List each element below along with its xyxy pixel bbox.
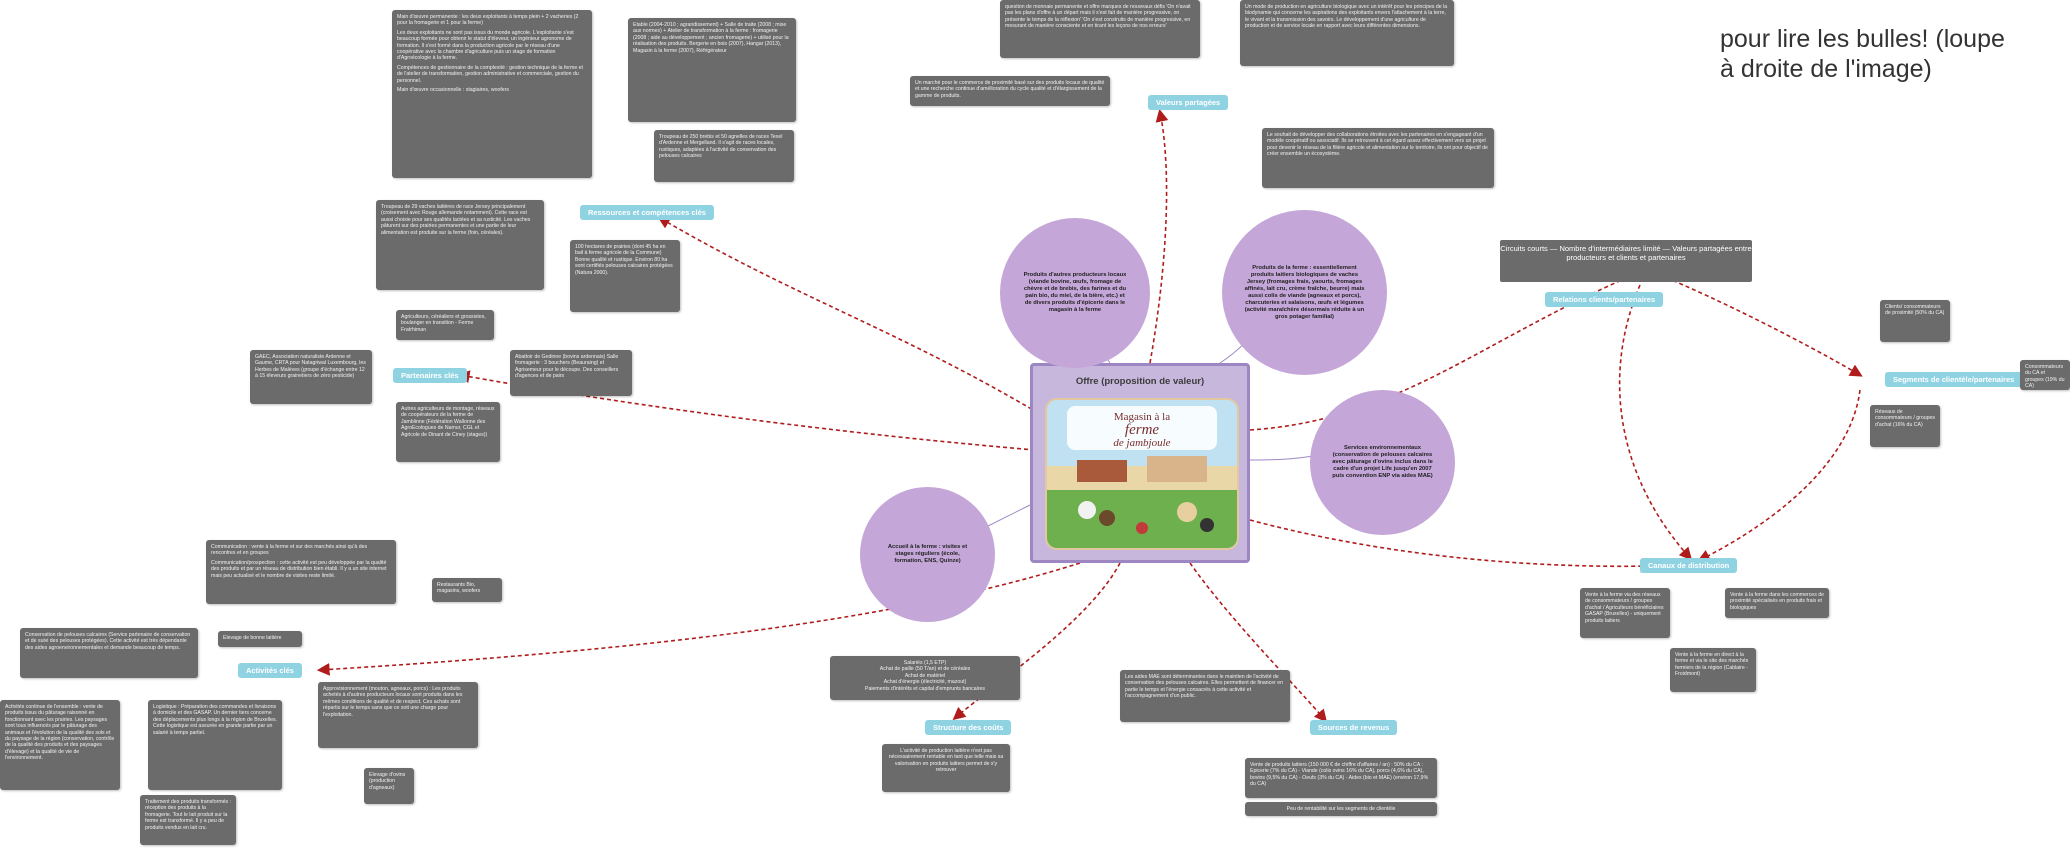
note-salaries-couts[interactable]: Salariés (1,5 ETP) Achat de paille (50 T… (830, 656, 1020, 700)
link-relations-canaux (1618, 284, 1693, 561)
note-monnaie-permanente[interactable]: question de monnaie permanente et offre … (1000, 0, 1200, 58)
link-activites (316, 562, 1081, 676)
note-commerce-proximite[interactable]: Un marché pour le commerce de proximité … (910, 76, 1110, 106)
note-activites-continues[interactable]: Activités continue de l'ensemble : vente… (0, 700, 120, 790)
note-elevage-laitiere[interactable]: Elevage de bonne laitière (218, 631, 302, 647)
note-vente-marches[interactable]: Vente à la ferme en direct à la ferme et… (1670, 648, 1756, 692)
farm-illustration: Magasin à la ferme de jambjoule (1047, 400, 1237, 548)
link-canaux (1249, 519, 1654, 573)
note-logistique[interactable]: Logistique : Préparation des commandes e… (148, 700, 282, 790)
farm-logo-image: Magasin à la ferme de jambjoule (1045, 398, 1239, 550)
circle-accueil-ferme[interactable]: Accueil à la ferme : visites et stages r… (860, 487, 995, 622)
note-main-oeuvre-p2: Les deux exploitants ne sont pas issus d… (397, 29, 574, 62)
note-consommateurs-ca[interactable]: Consommateurs du CA et groupes (19% du C… (2020, 360, 2070, 390)
note-circuits-courts[interactable]: Circuits courts — Nombre d'intermédiaire… (1500, 240, 1752, 282)
note-production-laitiere[interactable]: L'activité de production laitière n'est … (882, 744, 1010, 792)
zoom-hint-line-1: pour lire les bulles! (loupe (1720, 25, 2005, 53)
tag-canaux-distribution[interactable]: Canaux de distribution (1640, 558, 1738, 573)
logo-text-line-3: de jambjoule (1113, 437, 1170, 449)
logo-text-line-1: Magasin à la (1114, 411, 1170, 423)
tag-structure-couts[interactable]: Structure des coûts (925, 720, 1012, 735)
note-clients-proximite[interactable]: Clients/ consommateurs de proximité (50%… (1880, 300, 1950, 342)
tag-activites-cles[interactable]: Activités clés (238, 663, 302, 678)
note-vente-produits-laitiers[interactable]: Vente de produits laitiers (150 000 € de… (1245, 758, 1437, 798)
link-partenaires (456, 370, 1036, 451)
note-troupeau-vaches[interactable]: Troupeau de 29 vaches laitières de race … (376, 200, 544, 290)
logo-text-line-2: ferme (1125, 422, 1159, 438)
note-conservation-pelouses[interactable]: Conservation de pelouses calcaires (Serv… (20, 628, 198, 678)
note-approvisionnement[interactable]: Approvisionnement (mouton, agneaux, porc… (318, 682, 478, 748)
note-main-oeuvre-p3: Compétences de gestionnaire de la comple… (397, 64, 583, 84)
note-reseaux-consommateurs[interactable]: Réseaux de consommateurs / groupes d'ach… (1870, 405, 1940, 447)
note-main-oeuvre-p4: Main d'œuvre occasionnelle : stagiaires,… (397, 87, 509, 94)
note-agriculture-bio[interactable]: Un mode de production en agriculture bio… (1240, 0, 1454, 66)
circle-produits-autres-producteurs[interactable]: Produits d'autres producteurs locaux (vi… (1000, 218, 1150, 368)
link-ressources (657, 216, 1051, 421)
tag-sources-revenus[interactable]: Sources de revenus (1310, 720, 1398, 735)
note-batiments[interactable]: Etable (2004-2010 ; agrandissement) + Sa… (628, 18, 796, 122)
link-segments-canaux (1697, 389, 1861, 562)
link-valeurs (1149, 108, 1169, 364)
note-vente-gasap[interactable]: Vente à la ferme via des réseaux de cons… (1580, 588, 1670, 638)
note-elevage-ovins[interactable]: Elevage d'ovins (production d'agneaux) (364, 768, 414, 804)
note-aides-mae[interactable]: Les aides MAE sont déterminantes dans le… (1120, 670, 1290, 722)
tag-segments-clientele[interactable]: Segments de clientèle/partenaires (1885, 372, 2023, 387)
zoom-hint-line-2: à droite de l'image) (1720, 55, 1932, 83)
note-rentabilite[interactable]: Peu de rentabilité sur les segments de c… (1245, 802, 1437, 816)
tag-partenaires-cles[interactable]: Partenaires clés (393, 368, 467, 383)
zoom-hint: pour lire les bulles! (loupe à droite de… (1720, 24, 2005, 84)
note-vente-commerces[interactable]: Vente à la ferme dans les commerces de p… (1725, 588, 1829, 618)
note-autres-agriculteurs[interactable]: Autres agriculteurs de montage, réseaux … (396, 402, 500, 462)
note-agriculteurs-cerealiers[interactable]: Agriculteurs, céréaliers et grossistes, … (396, 310, 494, 340)
link-structure (952, 562, 1121, 721)
link-relations-segments (1659, 274, 1863, 377)
note-main-oeuvre[interactable]: Main d'œuvre permanente : les deux explo… (392, 10, 592, 178)
tag-ressources-competences[interactable]: Ressources et compétences clés (580, 205, 714, 220)
note-abattoir[interactable]: Abattoir de Gedinne (bovins ardennais) S… (510, 350, 632, 396)
note-gaec-association[interactable]: GAEC, Association naturaliste Ardenne et… (250, 350, 372, 404)
tag-relations-clients[interactable]: Relations clients/partenaires (1545, 292, 1664, 307)
note-restaurants[interactable]: Restaurants Bio, magasins, woofers (432, 578, 502, 602)
central-node-title: Offre (proposition de valeur) (1075, 376, 1205, 387)
circle-services-environnementaux[interactable]: Services environnementaux (conservation … (1310, 390, 1455, 535)
note-hectares[interactable]: 100 hectares de prairies (dont 45 ha en … (570, 240, 680, 312)
note-communication[interactable]: Communication : vente à la ferme et sur … (206, 540, 396, 604)
tag-valeurs-partagees[interactable]: Valeurs partagées (1148, 95, 1229, 110)
note-traitement-produits[interactable]: Traitement des produits transformés : ré… (140, 795, 236, 845)
circle-produits-ferme[interactable]: Produits de la ferme : essentiellement p… (1222, 210, 1387, 375)
note-communication-p2: Communication/prospection : cette activi… (211, 559, 387, 579)
link-sources (1189, 562, 1328, 723)
note-troupeau-ovin[interactable]: Troupeau de 250 brebis et 50 agnelles de… (654, 130, 794, 182)
note-communication-p1: Communication : vente à la ferme et sur … (211, 544, 368, 557)
note-collaborations[interactable]: Le souhait de développer des collaborati… (1262, 128, 1494, 188)
central-node-offre[interactable]: Offre (proposition de valeur) Magasin à … (1030, 363, 1250, 563)
note-main-oeuvre-p1: Main d'œuvre permanente : les deux explo… (397, 14, 579, 27)
